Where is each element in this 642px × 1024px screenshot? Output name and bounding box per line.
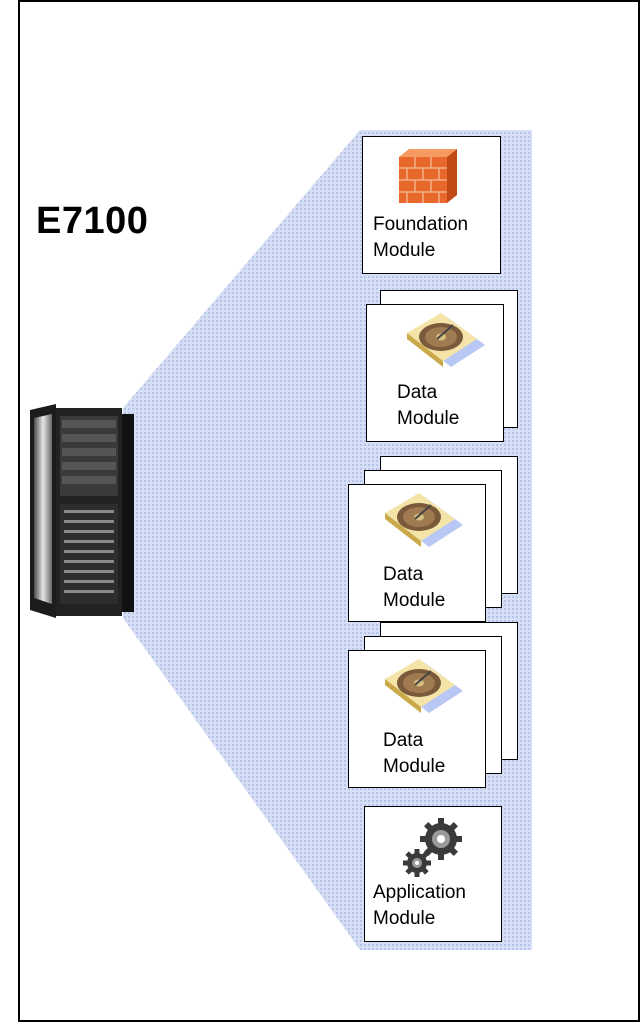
data-module-3-label-line1: Data	[383, 730, 424, 751]
foundation-module-label-line1: Foundation	[373, 214, 469, 235]
data-module-3-label-line2: Module	[383, 756, 446, 777]
data-module-2-label-line1: Data	[383, 564, 424, 585]
brick-wall-icon	[399, 149, 457, 203]
data-module-1-card: Data Module	[366, 304, 504, 442]
data-module-1-label-line2: Module	[397, 408, 460, 429]
application-module-card: Application Module	[364, 806, 502, 942]
data-module-3-card: Data Module	[348, 650, 486, 788]
server-rack-icon	[30, 404, 134, 618]
system-title: E7100	[36, 200, 149, 242]
hard-drive-icon	[385, 493, 463, 547]
foundation-module-label-line2: Module	[373, 240, 436, 261]
data-module-2-card: Data Module	[348, 484, 486, 622]
foundation-module-card: Foundation Module	[362, 136, 501, 274]
hard-drive-icon	[407, 313, 485, 367]
application-module-label-line1: Application	[373, 882, 466, 903]
hard-drive-icon	[385, 659, 463, 713]
application-module-label-line2: Module	[373, 908, 436, 929]
gears-icon	[403, 818, 462, 877]
data-module-2-label-line2: Module	[383, 590, 446, 611]
data-module-1-label-line1: Data	[397, 382, 438, 403]
